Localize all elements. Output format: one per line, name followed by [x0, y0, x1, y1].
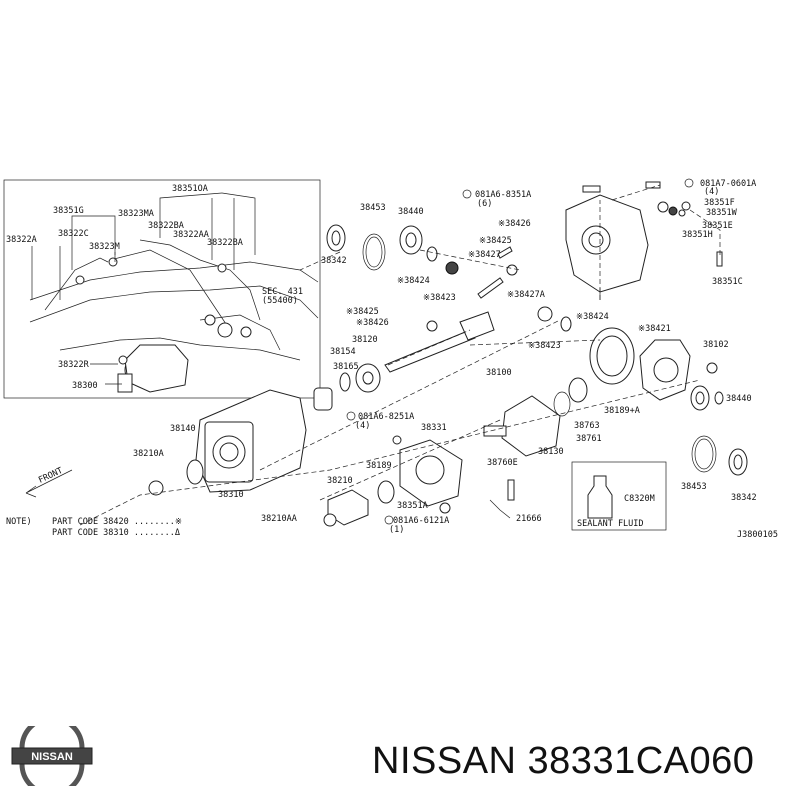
callout-38427a: ※38427 [468, 250, 501, 260]
callout-38189a: 38189+A [604, 406, 640, 416]
callout-b4a: 081A6-6121A [393, 516, 449, 526]
callout-38100: 38100 [486, 368, 512, 378]
callout-38351e: 38351E [702, 221, 733, 231]
callout-38453b: 38453 [681, 482, 707, 492]
callout-38351w: 38351W [706, 208, 738, 218]
callout-b1a: 081A6-8351A [475, 190, 531, 200]
callout-b3b: (4) [355, 421, 370, 431]
callout-38189: 38189 [366, 461, 392, 471]
callout-ref: J3800105 [737, 530, 778, 540]
callout-38210a: 38210A [133, 449, 164, 459]
callout-sec2: (55400) [262, 296, 298, 306]
callout-38440b: 38440 [726, 394, 752, 404]
callout-b1b: (6) [477, 199, 492, 209]
callout-38421: ※38421 [638, 324, 671, 334]
callout-38423a: ※38423 [423, 293, 456, 303]
callout-sealant: SEALANT FLUID [577, 519, 644, 529]
callout-38440a: 38440 [398, 207, 424, 217]
callout-38322r: 38322R [58, 360, 90, 370]
callout-38427aa: ※38427A [507, 290, 545, 300]
callout-38425a: ※38425 [479, 236, 512, 246]
callout-note: NOTE) [6, 517, 32, 527]
callout-38351g: 38351G [53, 206, 84, 216]
callout-38130: 38130 [538, 447, 564, 457]
assembly-lines [79, 184, 721, 526]
callout-pc2: PART CODE 38310 ........Δ [52, 528, 180, 538]
callout-383510a: 38351OA [172, 184, 208, 194]
subframe-drawing [29, 239, 319, 393]
callout-38322ba2: 38322BA [207, 238, 243, 248]
callout-38322c: 38322C [58, 229, 89, 239]
callout-38300: 38300 [72, 381, 98, 391]
callout-pc1: PART CODE 38420 ........※ [52, 517, 182, 527]
callout-38322ba: 38322BA [148, 221, 184, 231]
front-arrow [25, 469, 73, 498]
callout-38351f: 38351F [704, 198, 735, 208]
part-number-caption: NISSAN 38331CA060 [372, 740, 755, 782]
callout-38760e: 38760E [487, 458, 518, 468]
callout-38425b: ※38425 [346, 307, 379, 317]
callout-front: FRONT [37, 466, 64, 486]
callout-38323ma: 38323MA [118, 209, 154, 219]
callout-38210: 38210 [327, 476, 353, 486]
parts-main [148, 181, 748, 531]
callout-38342a: 38342 [321, 256, 347, 266]
callout-38763: 38763 [574, 421, 600, 431]
callout-38310: 38310 [218, 490, 244, 500]
callout-b4b: (1) [389, 525, 404, 535]
callout-38331: 38331 [421, 423, 447, 433]
callout-38320m: C8320M [624, 494, 655, 504]
callout-38342b: 38342 [731, 493, 757, 503]
nissan-logo-text: NISSAN [31, 751, 73, 763]
callout-sec1: SEC. 431 [262, 287, 303, 297]
callout-38323m: 38323M [89, 242, 120, 252]
callout-b2b: (4) [704, 187, 719, 197]
callout-38102: 38102 [703, 340, 729, 350]
callout-38165: 38165 [333, 362, 359, 372]
callout-38351a: 38351A [397, 501, 428, 511]
callout-38426a: ※38426 [498, 219, 531, 229]
callout-38423b: ※38423 [528, 341, 561, 351]
callout-38351c: 38351C [712, 277, 743, 287]
callout-38426b: ※38426 [356, 318, 389, 328]
callout-38453a: 38453 [360, 203, 386, 213]
callout-38351h: 38351H [682, 230, 713, 240]
callout-38322a: 38322A [6, 235, 37, 245]
callout-38424b: ※38424 [576, 312, 609, 322]
callout-38120: 38120 [352, 335, 378, 345]
callout-38140: 38140 [170, 424, 196, 434]
callout-38761: 38761 [576, 434, 602, 444]
callout-b2a: 081A7-0601A [700, 179, 756, 189]
callout-b3a: 081A6-8251A [358, 412, 414, 422]
callout-38154: 38154 [330, 347, 356, 357]
callout-38424a: ※38424 [397, 276, 430, 286]
callout-38210aa: 38210AA [261, 514, 297, 524]
nissan-logo: NISSAN [11, 726, 93, 786]
callout-38322aa: 38322AA [173, 230, 209, 240]
callout-21666: 21666 [516, 514, 542, 524]
inset-leaders [31, 192, 256, 385]
inset-frame [3, 179, 321, 399]
